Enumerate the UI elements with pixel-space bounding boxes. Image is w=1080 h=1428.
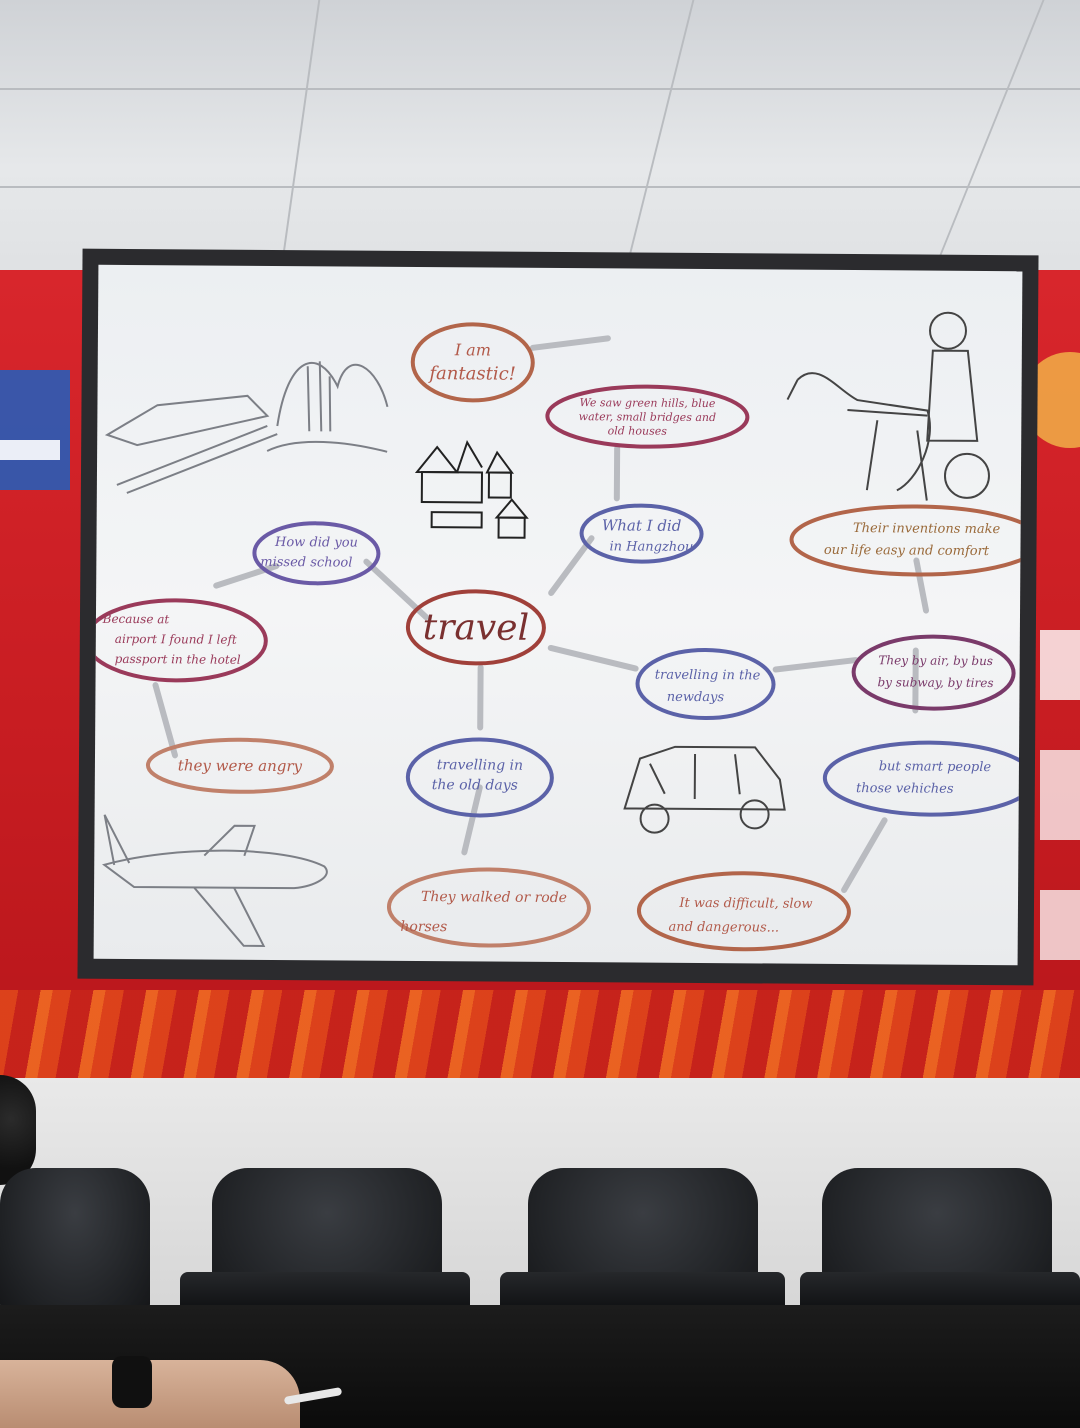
ceiling-tile-seam xyxy=(0,88,1080,90)
ceiling-tile-seam xyxy=(627,0,695,260)
ceiling xyxy=(0,0,1080,280)
chair xyxy=(0,1168,150,1318)
node-new-days-l1: travelling in the xyxy=(655,668,761,684)
person-head xyxy=(0,1075,36,1185)
node-smart-l1: but smart people xyxy=(879,759,992,775)
node-smart-l2: those vehiches xyxy=(856,781,954,797)
node-fantastic-l2: fantastic! xyxy=(427,363,516,385)
node-how-missed-l1: How did you xyxy=(274,535,358,551)
train-sketch xyxy=(104,394,278,494)
node-difficult-l1: It was difficult, slow xyxy=(678,896,812,912)
node-how-missed-l2: missed school xyxy=(260,555,352,571)
center-node: travel xyxy=(423,607,530,649)
banner-glyph-right xyxy=(1040,890,1080,960)
ceiling-tile-seam xyxy=(937,0,1045,260)
ceiling-tile-seam xyxy=(281,0,321,260)
node-inventions-l2: our life easy and comfort xyxy=(824,543,990,559)
node-saw-l1: We saw green hills, blue xyxy=(580,396,716,410)
mindmap-labels: travel I am fantastic! We saw green hill… xyxy=(102,340,1001,936)
node-what-did-l2: in Hangzhou xyxy=(609,539,693,555)
node-old-days-l2: the old days xyxy=(432,777,518,794)
banner-glyph-right xyxy=(1040,750,1080,840)
node-walked-l2: horses xyxy=(400,919,447,935)
projector-screen: travel I am fantastic! We saw green hill… xyxy=(93,264,1023,966)
mindmap-connectors xyxy=(152,335,930,894)
node-because-l3: passport in the hotel xyxy=(115,652,241,667)
banner-decoration xyxy=(0,352,1080,960)
node-inventions-l1: Their inventions make xyxy=(853,521,1001,537)
node-what-did-l1: What I did xyxy=(602,516,682,535)
node-walked-l1: They walked or rode xyxy=(421,889,567,906)
airplane-sketch xyxy=(102,814,328,947)
banner-glyph-left-stroke xyxy=(0,440,60,460)
car-sketch xyxy=(623,745,786,834)
horse-carriage-sketch xyxy=(786,311,990,501)
mindmap-bubbles xyxy=(93,322,1023,952)
node-new-days-l2: newdays xyxy=(667,690,725,705)
node-difficult-l2: and dangerous... xyxy=(669,920,780,936)
node-saw-l2: water, small bridges and xyxy=(579,410,716,424)
mindmap-drawing: travel I am fantastic! We saw green hill… xyxy=(93,311,1023,952)
waterfall-sketch xyxy=(266,361,389,453)
node-angry: they were angry xyxy=(178,756,303,775)
banner-glyph-right xyxy=(1040,630,1080,700)
wristwatch xyxy=(112,1356,152,1408)
node-saw-l3: old houses xyxy=(608,424,668,437)
node-by-air-l2: by subway, by tires xyxy=(877,675,993,690)
houses-sketch xyxy=(414,439,529,539)
node-because-l1: Because at xyxy=(102,612,170,626)
node-fantastic-l1: I am xyxy=(454,340,491,359)
node-because-l2: airport I found I left xyxy=(115,632,237,647)
node-by-air-l1: They by air, by bus xyxy=(878,653,993,668)
banner-flame-stripe xyxy=(0,990,1080,1080)
node-old-days-l1: travelling in xyxy=(437,757,523,774)
ceiling-tile-seam xyxy=(0,186,1080,188)
banner-glyph-left xyxy=(0,370,70,490)
